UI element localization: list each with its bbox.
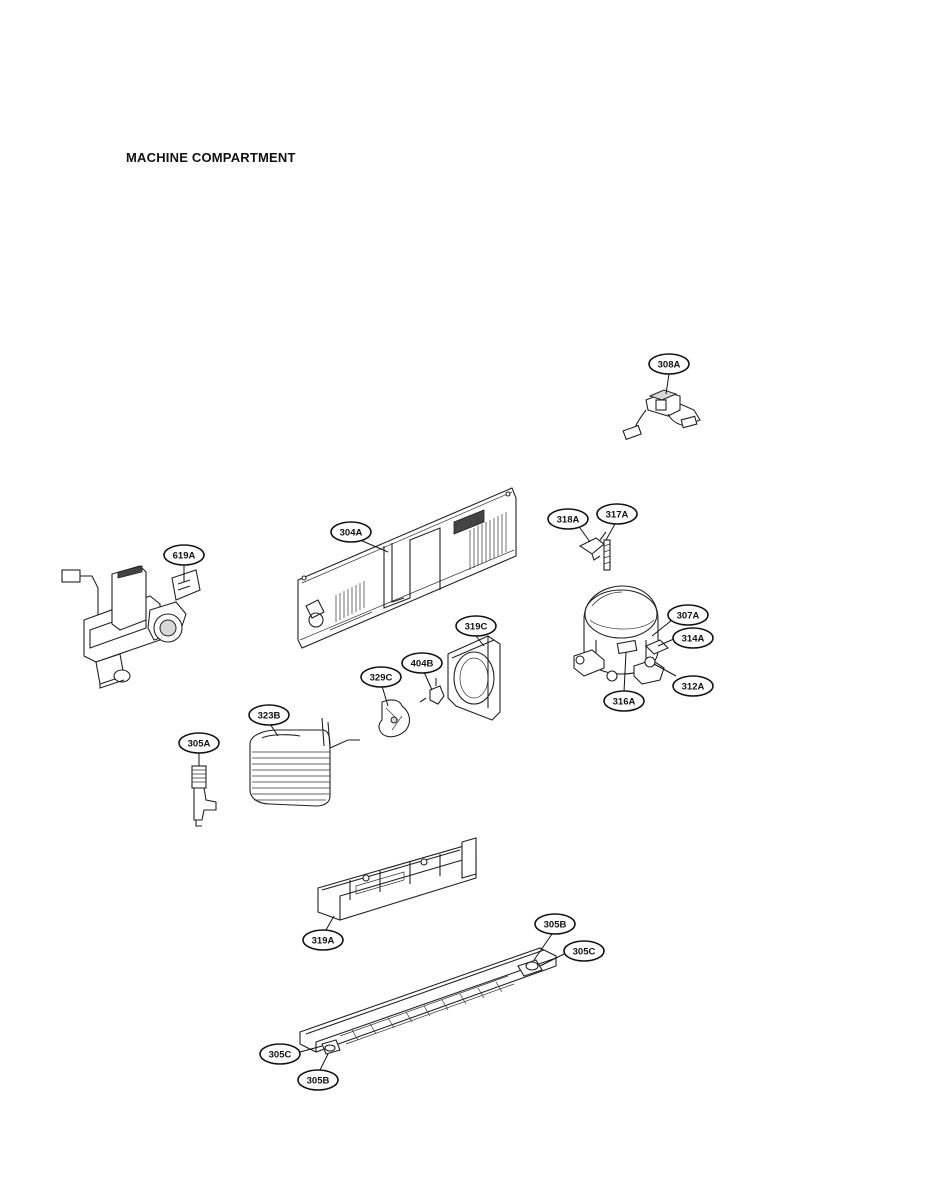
callout-label: 329C [370,673,393,684]
callout-305A: 305A [178,732,220,754]
part-304A-drawing [297,487,517,649]
callout-305B-left: 305B [297,1069,339,1091]
callout-316A: 316A [603,690,645,712]
callout-label: 318A [557,515,580,526]
callout-label: 319C [465,622,488,633]
callout-312A: 312A [672,675,714,697]
callout-label: 317A [606,510,629,521]
callout-319C: 319C [455,615,497,637]
part-329C-drawing [378,699,411,738]
callout-label: 307A [677,611,700,622]
part-404B-drawing [419,678,445,705]
callout-307A: 307A [667,604,709,626]
part-compressor-drawing [573,585,669,685]
callout-318A: 318A [547,508,589,530]
callout-label: 314A [682,634,705,645]
callout-label: 305B [544,920,567,931]
part-319A-drawing [317,837,477,921]
callout-329C: 329C [360,666,402,688]
callout-305C-left: 305C [259,1043,301,1065]
part-drain-tray-drawing [299,947,557,1055]
callout-label: 305C [573,947,596,958]
callout-619A: 619A [163,544,205,566]
callout-317A: 317A [596,503,638,525]
part-619A-drawing [61,565,201,689]
part-323B-drawing [249,717,360,807]
part-319C-drawing [447,635,501,721]
callout-label: 319A [312,936,335,947]
callout-314A: 314A [672,627,714,649]
callout-label: 304A [340,528,363,539]
callout-label: 323B [258,711,281,722]
callout-label: 308A [658,360,681,371]
part-318A-317A-drawing [578,531,611,571]
callout-305B-right: 305B [534,913,576,935]
callout-323B: 323B [248,704,290,726]
part-305A-drawing [191,765,217,827]
leader-lines [183,373,677,1071]
callout-308A: 308A [648,353,690,375]
page-title: MACHINE COMPARTMENT [126,150,296,165]
callout-label: 619A [173,551,196,562]
part-308A-drawing [622,389,701,441]
callout-404B: 404B [401,652,443,674]
callout-label: 312A [682,682,705,693]
callout-304A: 304A [330,521,372,543]
callout-label: 404B [411,659,434,670]
callout-label: 305A [188,739,211,750]
callout-319A: 319A [302,929,344,951]
callout-label: 305B [307,1076,330,1087]
callout-label: 316A [613,697,636,708]
callout-305C-right: 305C [563,940,605,962]
callout-label: 305C [269,1050,292,1061]
